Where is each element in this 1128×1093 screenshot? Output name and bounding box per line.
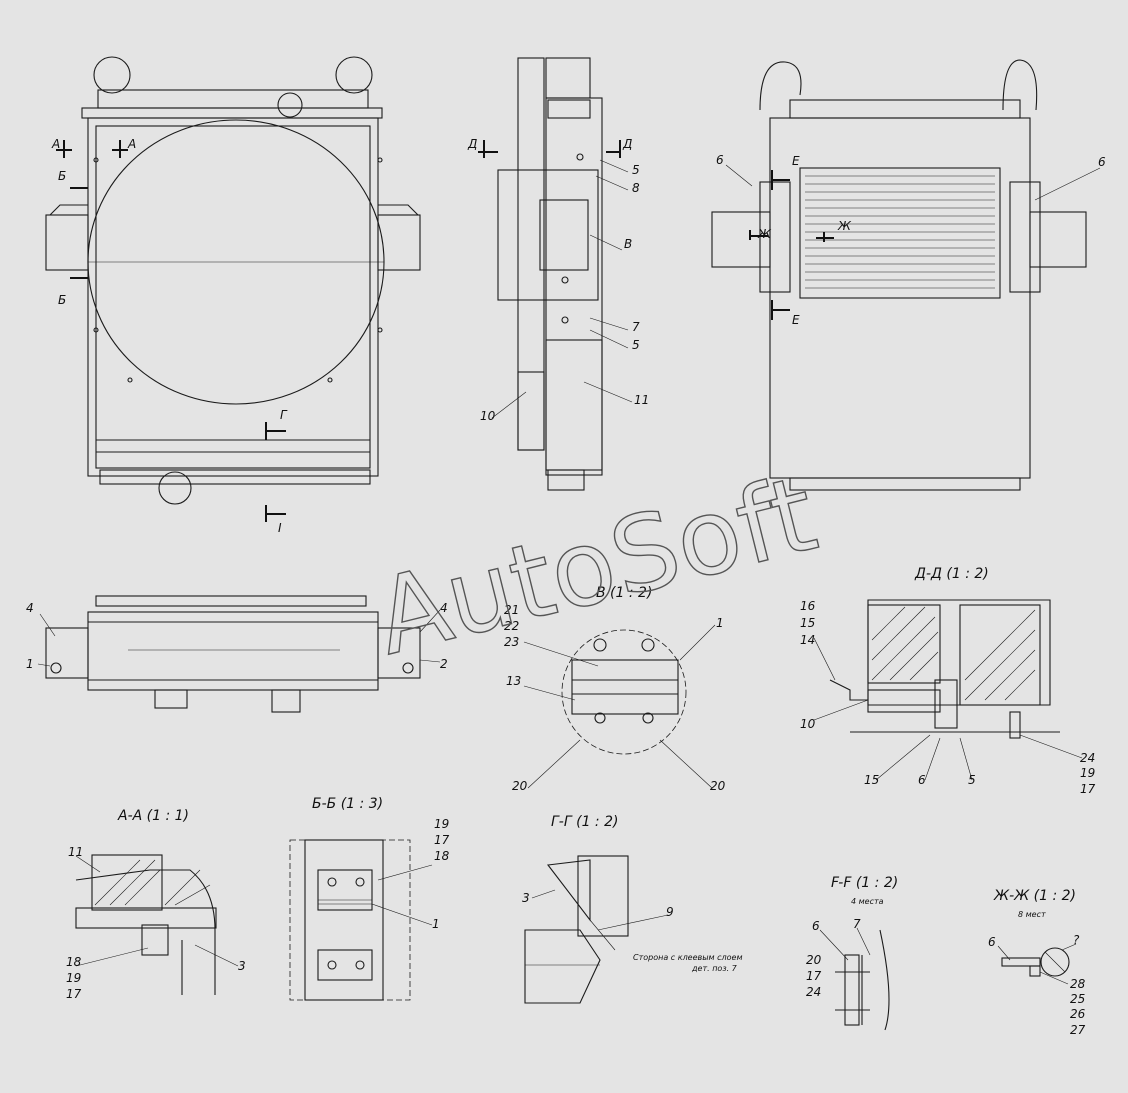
callout-17-b: 17 (66, 987, 82, 1001)
watermark: AutoSoft (364, 452, 827, 678)
callout-15-a: 15 (800, 616, 815, 630)
cut-label-d-right: Д (622, 137, 632, 151)
callout-24-b: 24 (806, 985, 821, 999)
cut-label-a-right: А (127, 137, 136, 151)
cut-label-g: Г (280, 408, 288, 422)
detail-v (561, 629, 687, 755)
callout-17-a: 17 (1080, 782, 1096, 796)
section-gg (524, 855, 629, 1004)
note-gg-side-1: Сторона с клеевым слоем (633, 953, 743, 962)
callout-20-c: 20 (806, 953, 822, 967)
callout-19-b: 19 (66, 971, 81, 985)
callout-4-a: 4 (26, 601, 34, 615)
callout-6-e: 6 (988, 935, 996, 949)
section-bb (289, 839, 411, 1001)
cut-label-b-top: Б (58, 169, 66, 183)
callout-18-b: 18 (434, 849, 450, 863)
note-gg-side-2: дет. поз. 7 (691, 964, 738, 973)
callout-10-a: 10 (480, 409, 496, 423)
cut-label-zh-right: Ж (837, 219, 852, 233)
callout-7-a: 7 (632, 320, 640, 334)
callout-14: 14 (800, 633, 815, 647)
callout-6-b: 6 (1098, 155, 1106, 169)
cut-label-zh-left: Ж (757, 227, 772, 241)
callout-5-b: 5 (632, 338, 640, 352)
callout-1-c: 1 (432, 917, 440, 931)
callout-4-b: 4 (440, 601, 448, 615)
callout-19-a: 19 (1080, 766, 1095, 780)
callout-15-b: 15 (864, 773, 879, 787)
callout-20-a: 20 (512, 779, 528, 793)
callout-23: 23 (504, 635, 519, 649)
callout-1-b: 1 (716, 616, 724, 630)
callout-17-c: 17 (434, 833, 450, 847)
dd-hatch (871, 606, 1036, 701)
section-ff (835, 929, 890, 1031)
callout-28: 28 (1070, 977, 1086, 991)
rear-view (711, 59, 1087, 491)
callout-20-b: 20 (710, 779, 726, 793)
cut-marks (56, 140, 834, 522)
callout-v-letter: В (624, 237, 632, 251)
cut-label-a-left: А (51, 137, 60, 151)
callout-question: ? (1073, 933, 1080, 947)
callout-3-a: 3 (238, 959, 246, 973)
callout-19-c: 19 (434, 817, 449, 831)
cut-label-e-bottom: Е (792, 313, 800, 327)
cut-label-b-bottom: Б (58, 293, 66, 307)
callout-11-a: 11 (634, 393, 649, 407)
callout-11-b: 11 (68, 845, 83, 859)
title-detail-v: В (1 : 2) (596, 585, 652, 601)
callout-3-b: 3 (522, 891, 530, 905)
title-section-gg: Г-Г (1 : 2) (551, 814, 618, 830)
callout-2: 2 (440, 657, 448, 671)
callout-25: 25 (1070, 992, 1085, 1006)
note-zhzh-places: 8 мест (1018, 910, 1046, 919)
section-zhzh (1001, 947, 1070, 977)
title-section-bb: Б-Б (1 : 3) (312, 796, 383, 812)
title-section-ff: F-F (1 : 2) (831, 875, 898, 891)
cut-label-i: I (278, 521, 282, 535)
callouts: 5 8 В (1 : 2) В 7 5 11 10 6 6 4 4 1 2 21… (26, 153, 1106, 1037)
callout-21: 21 (504, 603, 519, 617)
callout-6-d: 6 (812, 919, 820, 933)
callout-16: 16 (800, 599, 816, 613)
section-aa (75, 854, 217, 995)
callout-18-a: 18 (66, 955, 82, 969)
callout-6-a: 6 (716, 153, 724, 167)
callout-9: 9 (666, 905, 674, 919)
leader-lines (37, 159, 1101, 985)
side-view (497, 57, 603, 491)
callout-8: 8 (632, 181, 640, 195)
callout-27: 27 (1070, 1023, 1086, 1037)
callout-1-a: 1 (26, 657, 34, 671)
callout-17-d: 17 (806, 969, 822, 983)
callout-24-a: 24 (1080, 751, 1095, 765)
callout-5-c: 5 (968, 773, 976, 787)
cut-label-d-left: Д (467, 137, 477, 151)
callout-22: 22 (504, 619, 519, 633)
callout-10-b: 10 (800, 717, 816, 731)
callout-5-a: 5 (632, 163, 640, 177)
front-view (45, 56, 421, 505)
section-dd (829, 599, 1060, 739)
note-ff-places: 4 места (851, 897, 884, 906)
callout-26: 26 (1070, 1007, 1086, 1021)
rear-core-lines (805, 175, 995, 289)
title-section-dd: Д-Д (1 : 2) (914, 566, 989, 582)
aa-hatch (94, 859, 211, 906)
callout-7-b: 7 (853, 917, 861, 931)
callout-6-c: 6 (918, 773, 926, 787)
top-view (45, 595, 421, 713)
callout-13: 13 (506, 674, 521, 688)
cut-label-e-top: Е (792, 154, 800, 168)
title-section-zhzh: Ж-Ж (1 : 2) (993, 888, 1076, 904)
title-section-aa: А-А (1 : 1) (117, 808, 189, 824)
